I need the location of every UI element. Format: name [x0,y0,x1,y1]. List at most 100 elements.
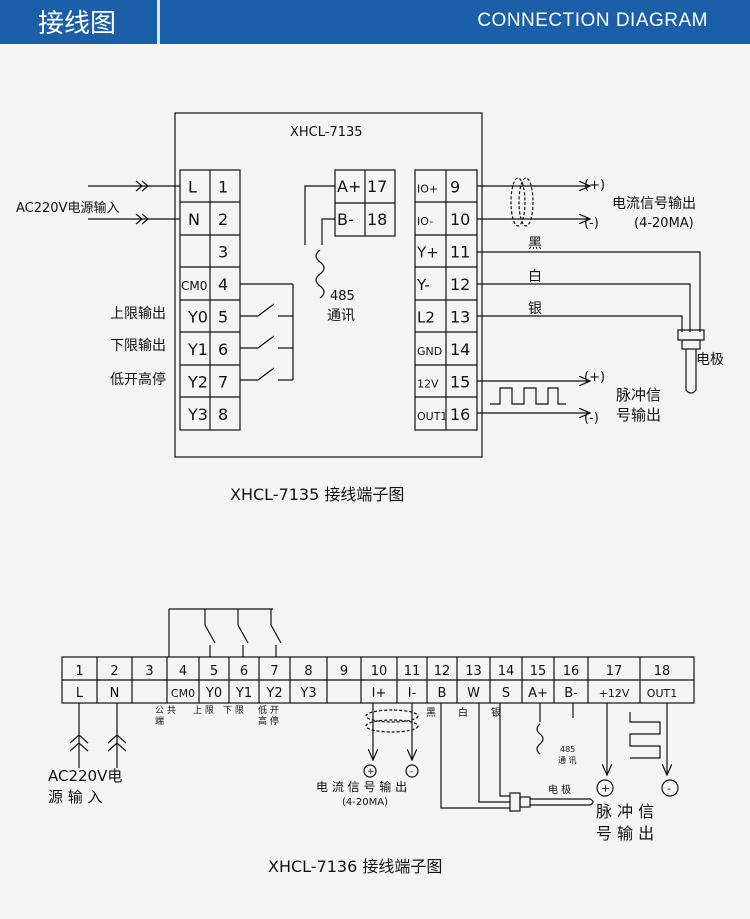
d2-terminal-label: B- [564,686,578,701]
d1-right-num: 16 [450,405,470,424]
d2-terminal-num: 1 [75,664,83,679]
d2-caption: XHCL-7136 接线端子图 [268,857,442,876]
d1-left-num: 3 [218,242,228,261]
d1-upper-limit: 上限输出 [110,306,166,322]
d1-silver: 银 [528,301,542,317]
d1-right-label: Y- [416,276,430,294]
d2-terminal-num: 7 [270,664,278,679]
header-divider [157,0,160,44]
d1-right-label: L2 [417,308,435,326]
d1-pulse-1: 脉冲信 [616,386,661,404]
d1-plus-1: (+) [584,178,605,193]
d2-terminal-label: +12V [599,687,630,700]
d1-left-label: Y1 [187,340,208,359]
d2-terminal-label: Y1 [235,686,252,701]
d2-electrode: 电 极 [548,783,571,796]
d1-current-range: (4-20MA) [634,216,694,231]
d2-white: 白 [458,706,468,719]
d1-white: 白 [528,269,542,285]
d2-terminal-label: B [438,686,447,701]
d1-left-num: 2 [218,210,228,229]
d2-terminal-label: S [502,686,510,701]
d2-terminal-num: 5 [210,664,218,679]
d2-terminal-label: W [467,686,480,701]
d2-terminal-label: Y0 [205,686,222,701]
d2-terminal-label: A+ [528,686,548,701]
d2-comm-num: 485 [560,745,575,754]
d2-power-1: AC220V电 [48,767,122,785]
d1-right-label: GND [417,345,442,358]
d2-sub-low-open: 低 开 [258,704,279,716]
d2-terminal-num: 2 [110,664,118,679]
d2-terminal-label: I+ [372,686,387,701]
d2-plus-c: + [367,767,375,777]
d1-electrode: 电极 [696,352,724,368]
d1-comm-label: B- [337,210,354,229]
d1-current-out: 电流信号输出 [612,196,696,212]
d2-terminal-num: 4 [179,664,187,679]
d2-terminal-num: 16 [563,664,580,679]
d1-model-label: XHCL-7135 [290,125,363,140]
diagram1-lines [88,112,705,458]
d1-right-num: 13 [450,307,470,326]
d1-comm-text: 通讯 [327,308,355,324]
d2-terminal-num: 14 [498,664,515,679]
d2-pulse-1: 脉 冲 信 [596,802,654,821]
d1-low-open: 低开高停 [110,371,166,388]
d2-terminal-label: Y3 [299,686,316,701]
d2-terminal-num: 8 [304,664,312,679]
d1-minus-1: (-) [584,216,599,231]
d1-left-label: L [188,177,197,196]
d1-left-num: 5 [218,307,228,326]
d1-black: 黑 [528,236,542,252]
d1-left-num: 4 [218,275,228,294]
d1-left-label: N [188,210,200,229]
d1-right-num: 11 [450,242,470,261]
d1-right-label: IO+ [417,182,438,195]
d1-comm-num: 17 [367,177,387,196]
d2-sub-lower: 下 限 [223,705,244,716]
d1-left-num: 1 [218,177,228,196]
d1-left-label: Y0 [187,307,208,326]
d2-black: 黑 [426,707,436,719]
d1-plus-2: (+) [584,370,605,385]
d1-comm-num: 18 [367,210,387,229]
d2-terminal-num: 17 [606,664,623,679]
d1-comm-num: 485 [330,289,355,304]
d1-right-num: 9 [450,177,460,196]
d2-terminal-num: 9 [340,664,348,679]
d2-current-range: (4-20MA) [342,797,388,808]
d2-sub-high-stop: 高 停 [258,715,279,727]
d2-terminal-label: I- [408,686,417,701]
d1-left-num: 6 [218,340,228,359]
d1-lower-limit: 下限输出 [110,338,166,354]
page-title: 接线图 [38,9,117,39]
header-banner: 接线图 CONNECTION DIAGRAM [0,0,750,44]
d2-sub-gong: 公 共 [155,705,176,716]
d1-pulse-2: 号输出 [616,406,661,424]
d1-left-label: Y2 [187,372,208,391]
d2-terminal-label: Y2 [265,686,282,701]
d1-right-num: 10 [450,210,470,229]
d1-comm-terminals: A+ 17B- 18 [337,177,387,229]
d1-power-label: AC220V电源输入 [16,200,119,216]
d2-terminal-num: 6 [240,664,248,679]
d1-left-label: CM0 [181,279,207,293]
d1-comm-label: A+ [337,177,361,196]
d1-minus-2: (-) [584,411,599,426]
d2-sub-upper: 上 限 [193,705,214,716]
d2-terminal-label: N [110,686,120,701]
d1-left-label: Y3 [187,405,208,424]
d1-right-label: 12V [417,377,439,390]
d2-power-2: 源 输 入 [48,788,103,806]
d2-minus-p: - [667,782,671,795]
d1-right-num: 12 [450,275,470,294]
d2-silver: 银 [491,706,501,719]
d1-right-label: OUT1 [417,410,447,423]
